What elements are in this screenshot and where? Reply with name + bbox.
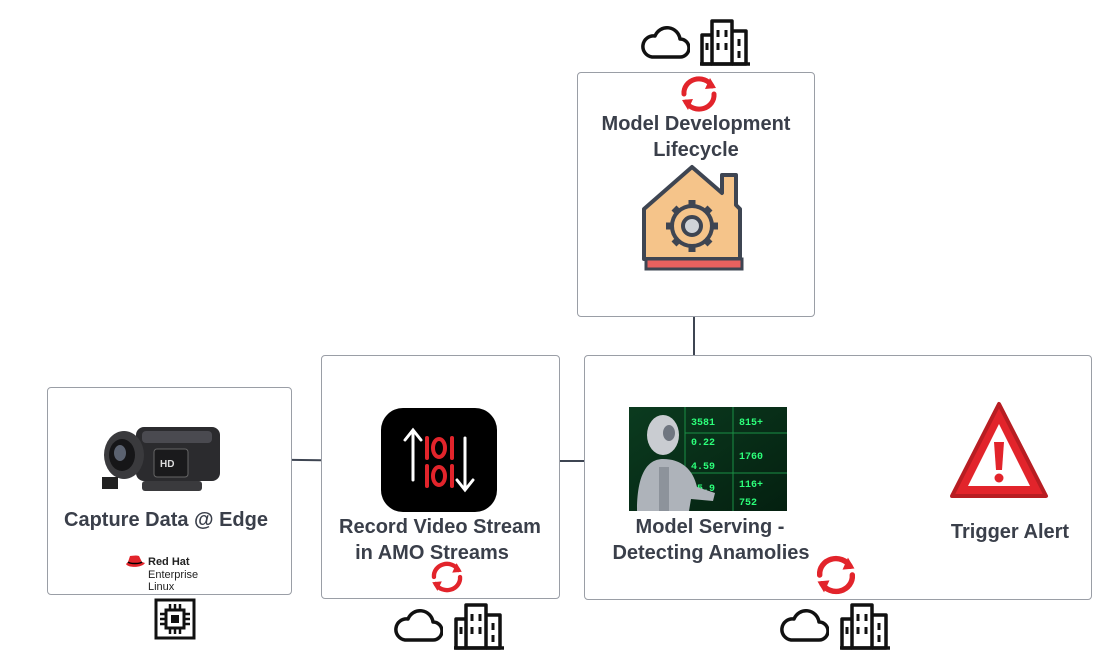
redhat-hat-icon: [126, 555, 145, 567]
svg-text:3581: 3581: [691, 418, 715, 429]
streams-icon: [381, 408, 497, 512]
svg-text:116+: 116+: [739, 480, 763, 491]
rhel-logo-line1: Red Hat: [148, 556, 190, 568]
cloud-icon: [780, 609, 829, 642]
building-icon: [700, 19, 750, 66]
cloud-icon: [394, 609, 443, 642]
capture-data-label: Capture Data @ Edge: [64, 509, 268, 531]
openshift-refresh-icon-serving: [816, 555, 856, 595]
openshift-refresh-icon-top: [681, 76, 717, 112]
chip-icon: [154, 598, 196, 640]
camcorder-icon: HD: [102, 427, 220, 491]
warning-alert-icon: [950, 402, 1048, 498]
svg-text:815+: 815+: [739, 418, 763, 429]
model-serving-label-line1: Model Serving -: [635, 516, 785, 538]
svg-text:752: 752: [739, 498, 757, 509]
trigger-alert-label: Trigger Alert: [950, 521, 1070, 543]
openshift-refresh-icon-record: [431, 561, 463, 593]
record-stream-label-line2: in AMO Streams: [355, 542, 509, 564]
house-gear-icon: [642, 165, 744, 271]
rhel-logo-line2: Enterprise: [148, 569, 199, 581]
svg-text:HD: HD: [160, 459, 174, 470]
svg-text:4.59: 4.59: [691, 462, 715, 473]
model-development-label-line1: Model Development: [601, 113, 791, 135]
svg-text:0.22: 0.22: [691, 438, 715, 449]
cloud-icon: [641, 26, 690, 59]
building-icon: [840, 603, 890, 650]
model-serving-label-line2: Detecting Anamolies: [612, 542, 810, 564]
model-development-label-line2: Lifecycle: [653, 139, 739, 161]
svg-text:1760: 1760: [739, 452, 763, 463]
rhel-logo-line3: Linux: [148, 581, 175, 593]
building-icon: [454, 603, 504, 650]
record-stream-label-line1: Record Video Stream: [339, 516, 541, 538]
